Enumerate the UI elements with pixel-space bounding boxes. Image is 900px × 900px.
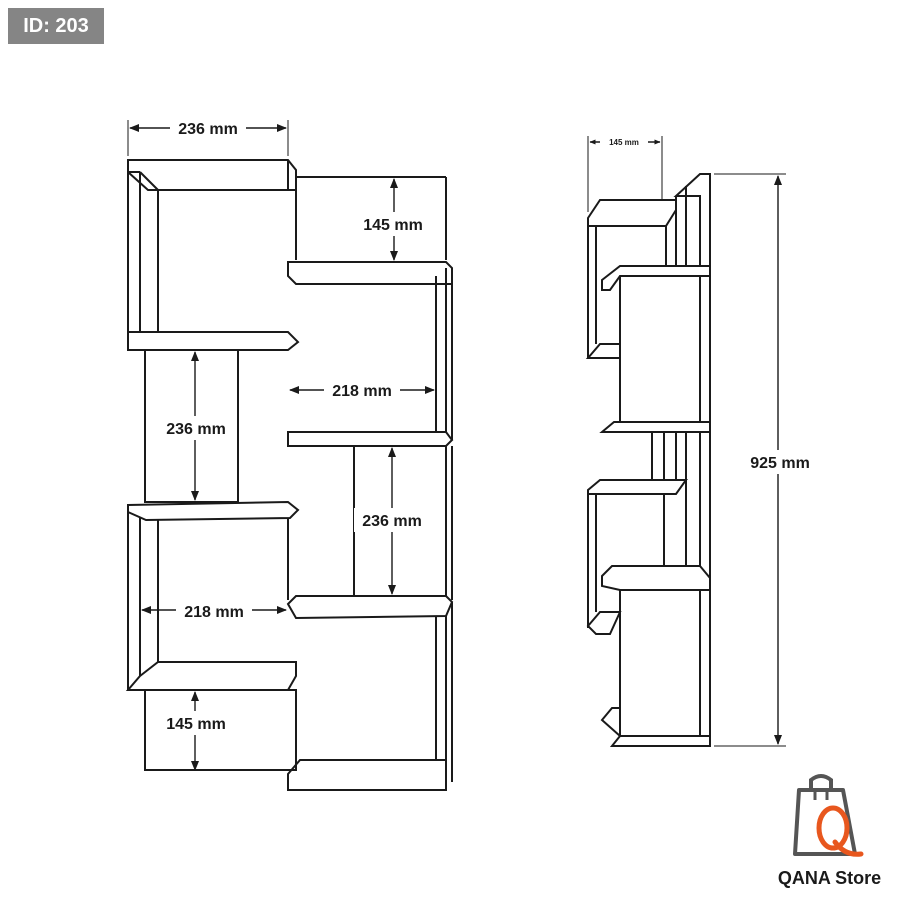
qana-store-logo: [793, 774, 864, 857]
side-view: 145 mm 925 mm: [585, 136, 818, 747]
front-module-bottom-right: [286, 595, 454, 791]
dim-lower-height: 145 mm: [166, 716, 226, 733]
front-spine-bottom: [144, 689, 297, 771]
front-module-top-left: [127, 159, 300, 351]
dim-total-height: 925 mm: [750, 455, 810, 472]
dim-top-width: 236 mm: [178, 121, 238, 138]
brand-name: QANA Store: [777, 868, 882, 888]
dim-upper-height: 145 mm: [363, 217, 423, 234]
front-module-bottom-left: [125, 500, 300, 691]
q-letter-icon: [816, 805, 864, 857]
dim-middle-height-right: 236 mm: [362, 513, 422, 530]
front-view: 236 mm 145 mm 218 mm 236 mm 236 mm 218 m…: [125, 117, 454, 791]
front-dimensions: [127, 117, 435, 771]
dim-depth: 145 mm: [609, 138, 639, 147]
dim-inner-width-lower: 218 mm: [184, 604, 244, 621]
dim-middle-height-left: 236 mm: [166, 421, 226, 438]
front-spine-upper: [144, 349, 239, 503]
front-module-top-right: [287, 176, 454, 447]
id-badge: ID: 203: [8, 8, 104, 44]
dim-inner-width-upper: 218 mm: [332, 383, 392, 400]
